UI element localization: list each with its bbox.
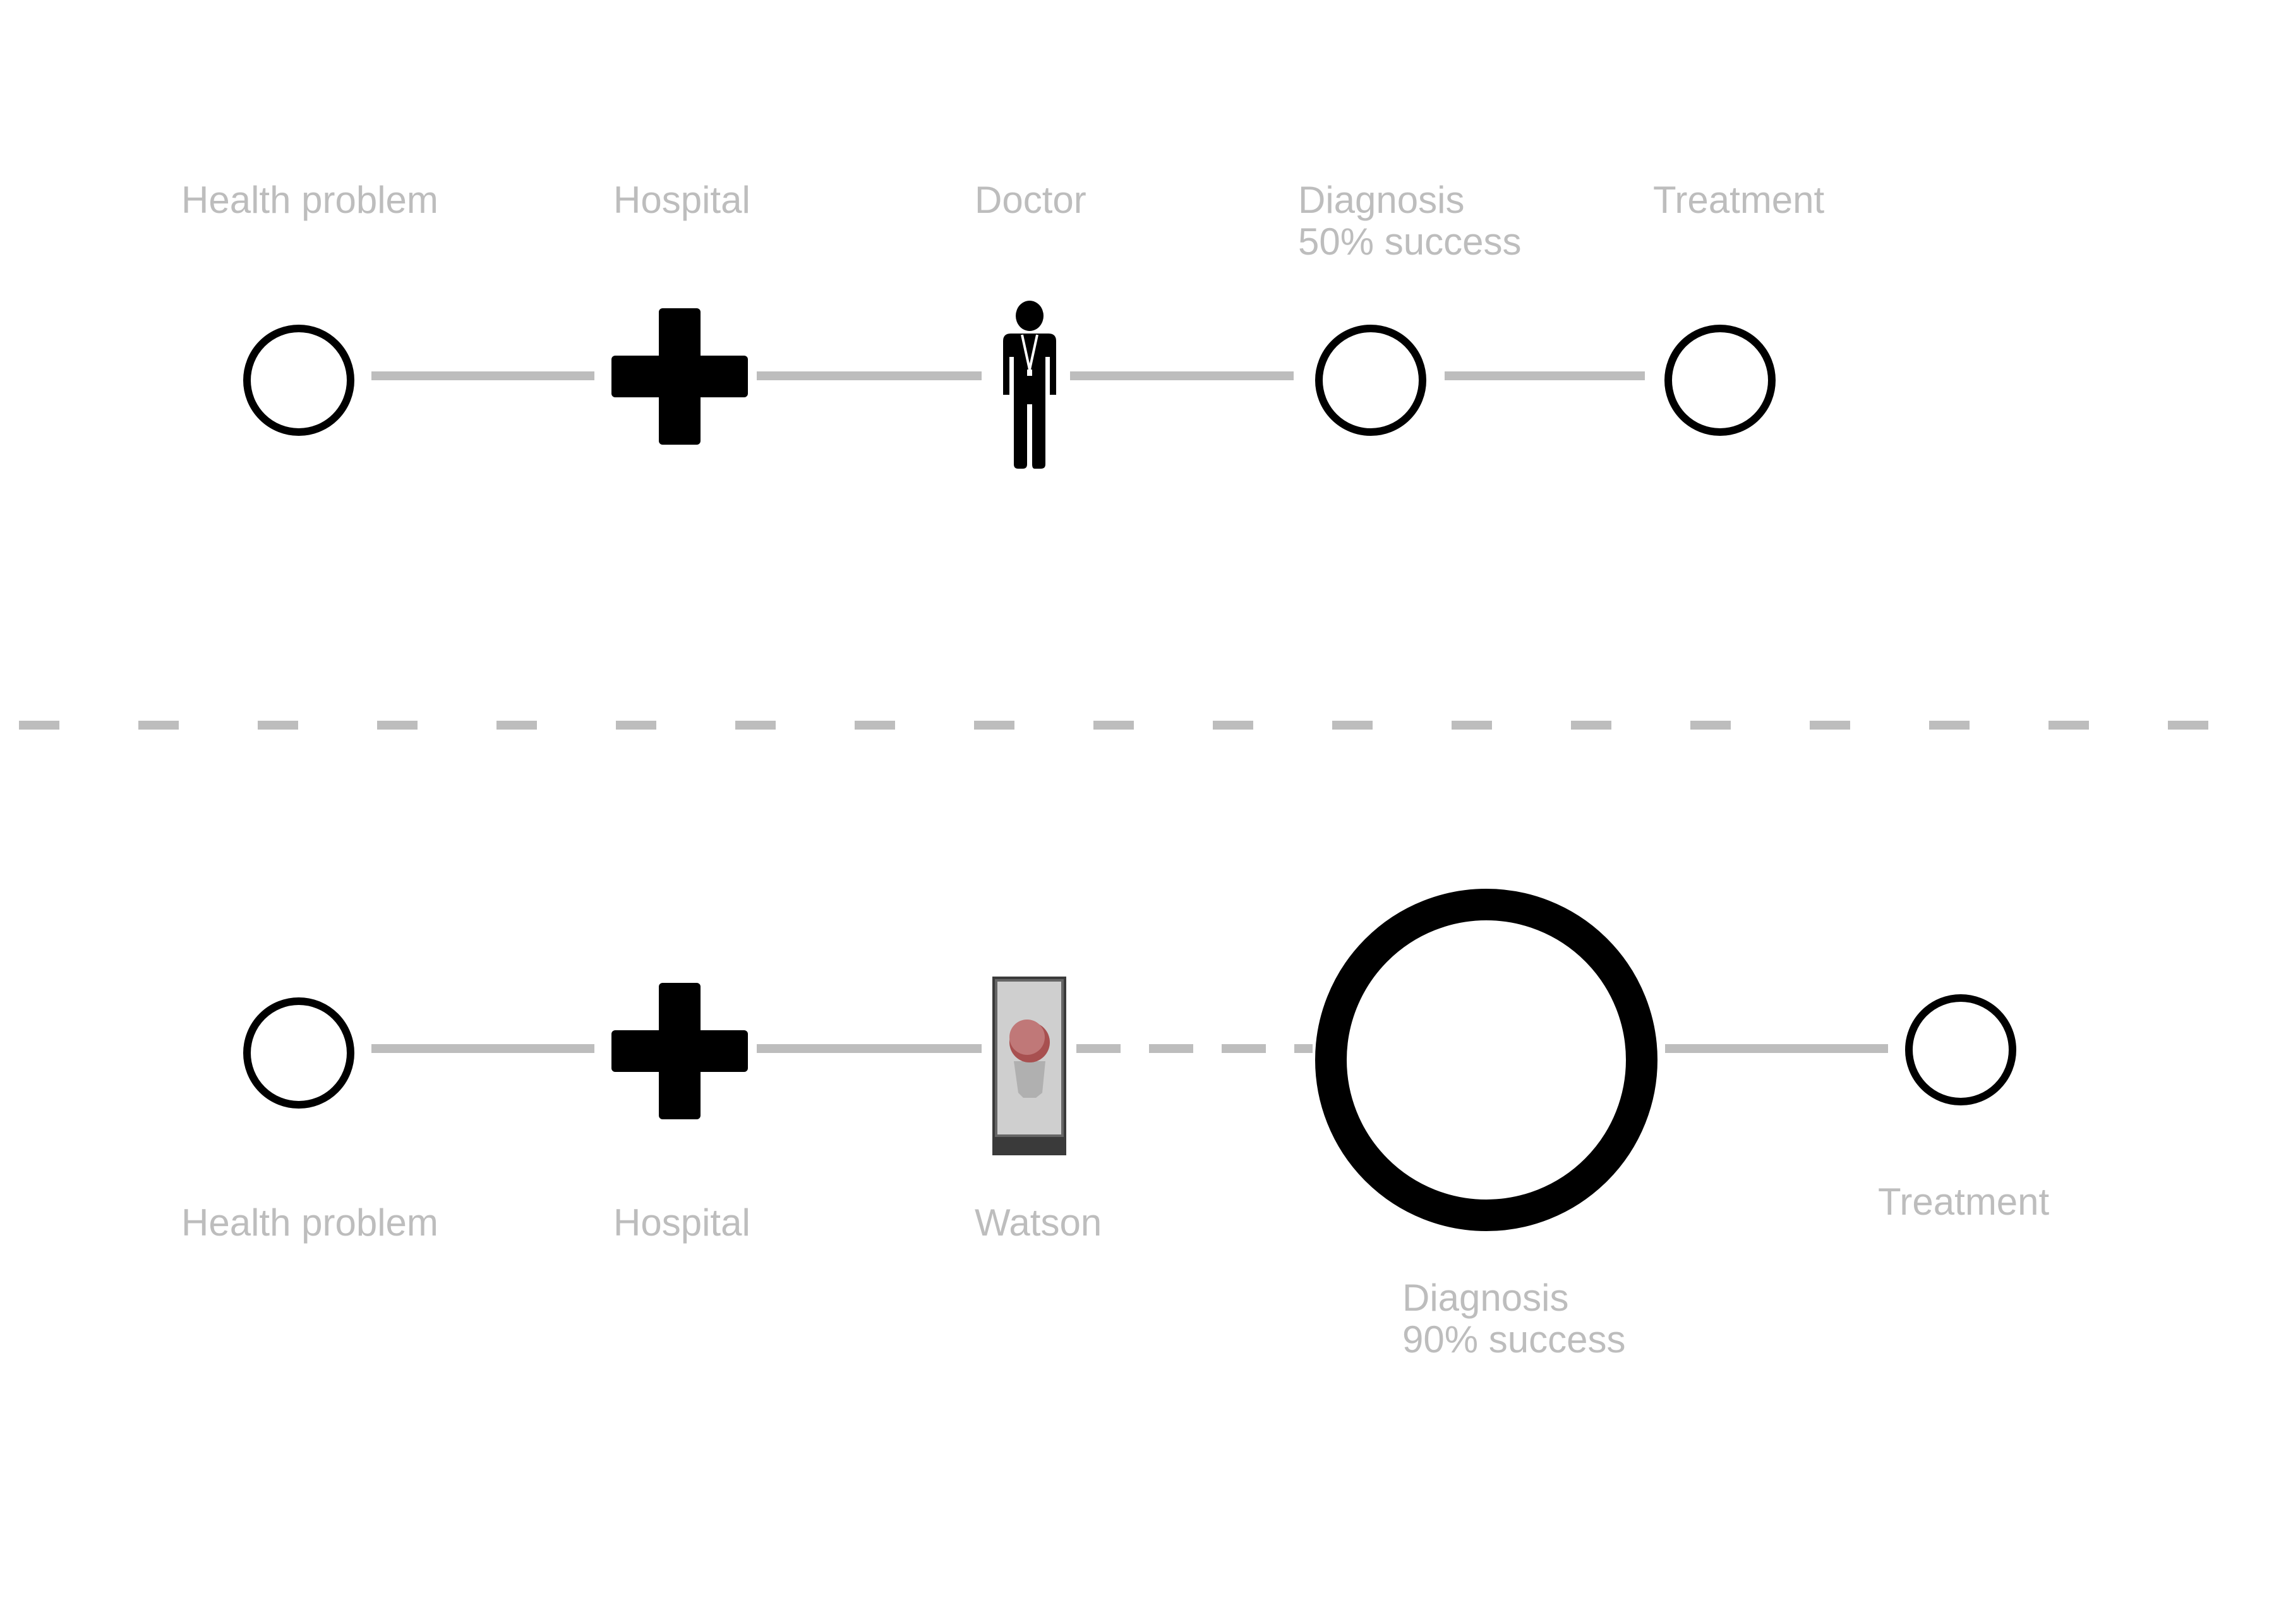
watson-device-icon	[992, 977, 1066, 1155]
top-label-doctor: Doctor	[975, 179, 1086, 221]
bottom-label-watson: Watson	[975, 1201, 1102, 1244]
medical-cross-icon	[611, 308, 748, 445]
top-label-health-problem: Health problem	[181, 179, 438, 221]
top-label-diagnosis: Diagnosis	[1298, 179, 1465, 221]
diagnosis-circle-icon	[1315, 325, 1426, 436]
medical-cross-icon	[611, 983, 748, 1119]
bottom-label-treatment: Treatment	[1878, 1181, 2050, 1223]
diagnosis-large-circle-icon	[1315, 889, 1657, 1231]
bottom-label-diagnosis-success: 90% success	[1402, 1318, 1626, 1361]
bottom-label-hospital: Hospital	[613, 1201, 750, 1244]
top-label-diagnosis-success: 50% success	[1298, 220, 1522, 263]
health-problem-circle-icon	[243, 997, 354, 1109]
doctor-icon	[1003, 301, 1056, 469]
health-problem-circle-icon	[243, 325, 354, 436]
treatment-circle-icon	[1664, 325, 1776, 436]
bottom-label-health-problem: Health problem	[181, 1201, 438, 1244]
treatment-circle-icon	[1905, 994, 2016, 1105]
top-label-treatment: Treatment	[1653, 179, 1825, 221]
bottom-label-diagnosis: Diagnosis	[1402, 1277, 1569, 1319]
top-label-hospital: Hospital	[613, 179, 750, 221]
